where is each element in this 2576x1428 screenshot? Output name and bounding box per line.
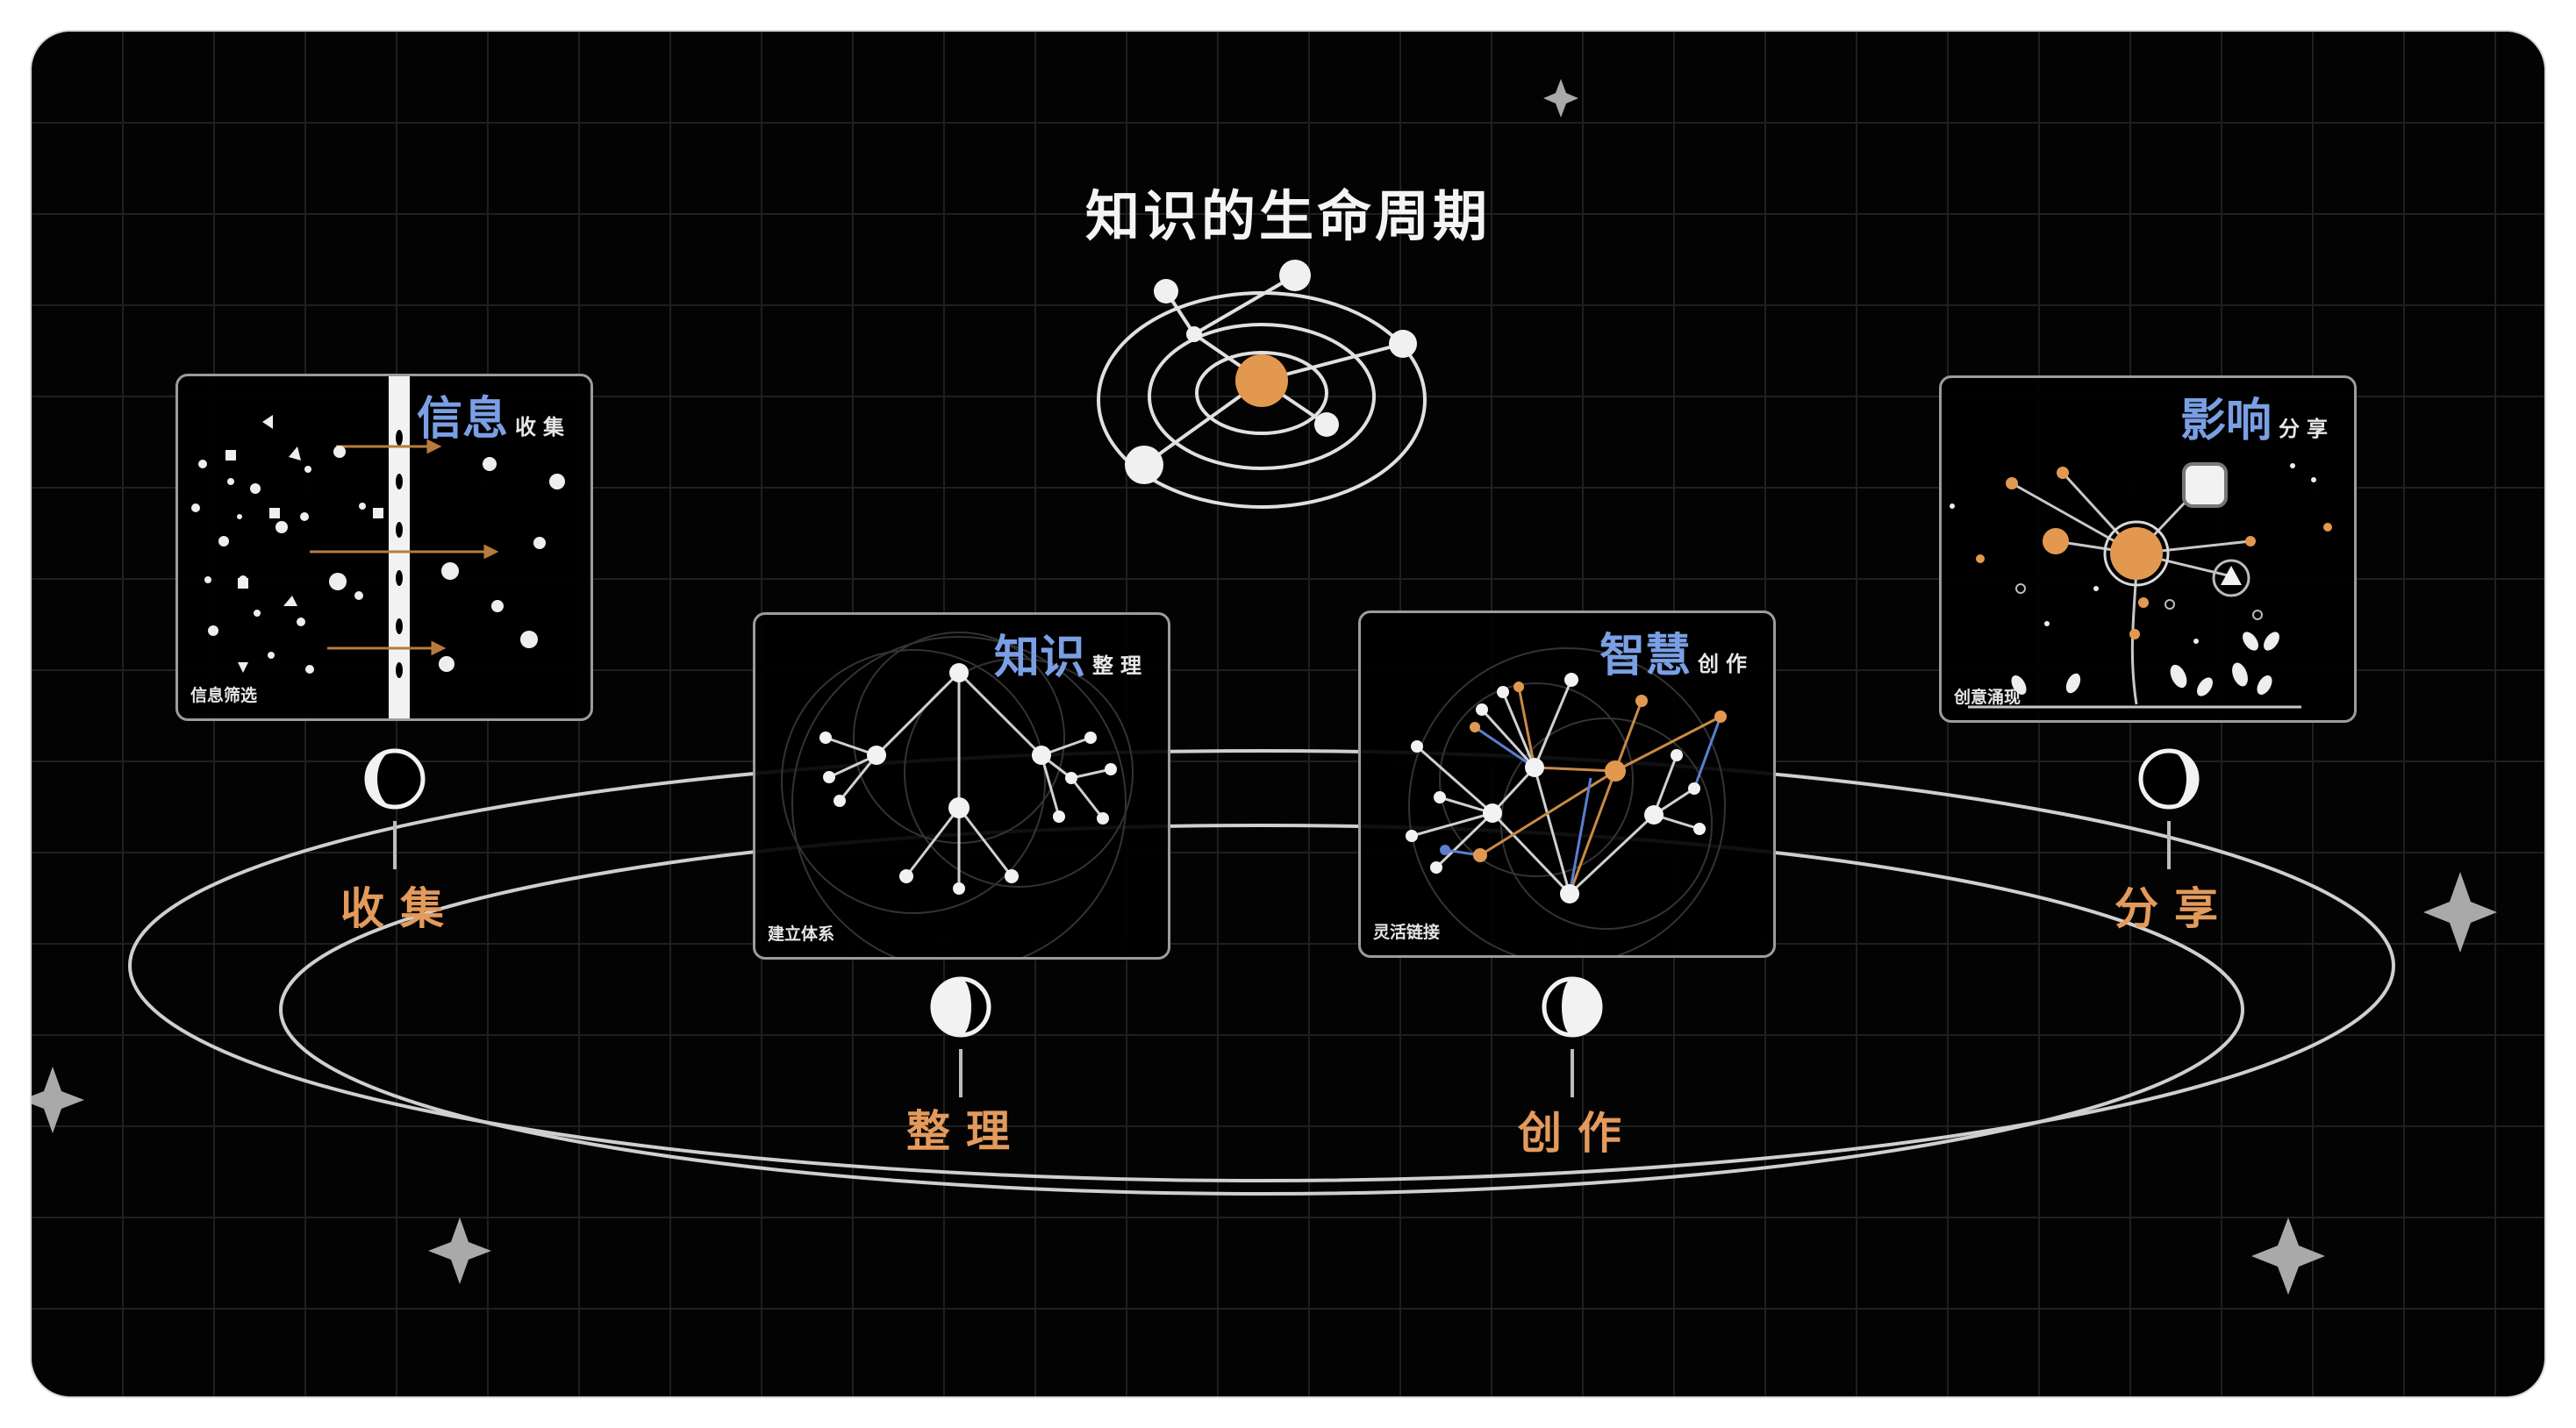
panel-title-big: 影响 <box>2179 395 2272 447</box>
panel-title-small: 分享 <box>2279 417 2335 441</box>
panel-title-small: 整理 <box>1092 653 1148 678</box>
influence-flower-graphic <box>1950 462 2332 709</box>
panel-caption: 建立体系 <box>768 925 835 944</box>
sparkle-star-icon <box>2423 872 2497 953</box>
background-grid-and-orbits <box>32 32 2544 1396</box>
panel-wisdom: 智慧创作 灵活链接 <box>1358 610 1776 958</box>
panel-influence: 影响分享 创意涌现 <box>1939 375 2357 723</box>
panel-caption: 创意涌现 <box>1954 688 2021 707</box>
stage-label-create: 创作 <box>1518 1108 1637 1159</box>
sparkle-star-icon <box>32 1067 84 1133</box>
orbit-ellipse-outer <box>128 749 2395 1182</box>
sparkle-star-icon <box>428 1217 491 1284</box>
wisdom-network-graphic <box>1406 647 1727 955</box>
knowledge-atom-icon <box>1097 260 1427 509</box>
sparkle-star-icon <box>1543 79 1578 118</box>
panel-caption: 信息筛选 <box>190 686 258 705</box>
diagram-canvas: 知识的生命周期 信息收集 信息筛 <box>32 32 2544 1396</box>
crescent-moon-icon <box>364 748 426 810</box>
orbit-ellipse-inner <box>279 824 2244 1196</box>
panel-title-small: 收集 <box>515 415 571 439</box>
stage-label-share: 分享 <box>2114 883 2234 934</box>
panel-title-small: 创作 <box>1698 652 1754 676</box>
information-filter-graphic <box>191 376 565 718</box>
panel-title-big: 智慧 <box>1599 630 1691 682</box>
panel-information: 信息收集 信息筛选 <box>175 374 593 721</box>
stage-label-collect: 收集 <box>340 883 460 934</box>
knowledge-tree-graphic <box>781 632 1134 957</box>
gibbous-moon-icon <box>1542 976 1603 1038</box>
half-moon-icon <box>930 976 991 1038</box>
panel-title-big: 知识 <box>993 632 1085 684</box>
crescent-moon-icon <box>2138 748 2200 810</box>
sparkle-star-icon <box>2251 1217 2325 1295</box>
panel-title-big: 信息 <box>416 393 508 446</box>
panel-caption: 灵活链接 <box>1373 923 1441 942</box>
panel-knowledge: 知识整理 建立体系 <box>753 612 1170 960</box>
diagram-title: 知识的生命周期 <box>1084 184 1491 248</box>
stage-label-organize: 整理 <box>906 1106 1026 1157</box>
